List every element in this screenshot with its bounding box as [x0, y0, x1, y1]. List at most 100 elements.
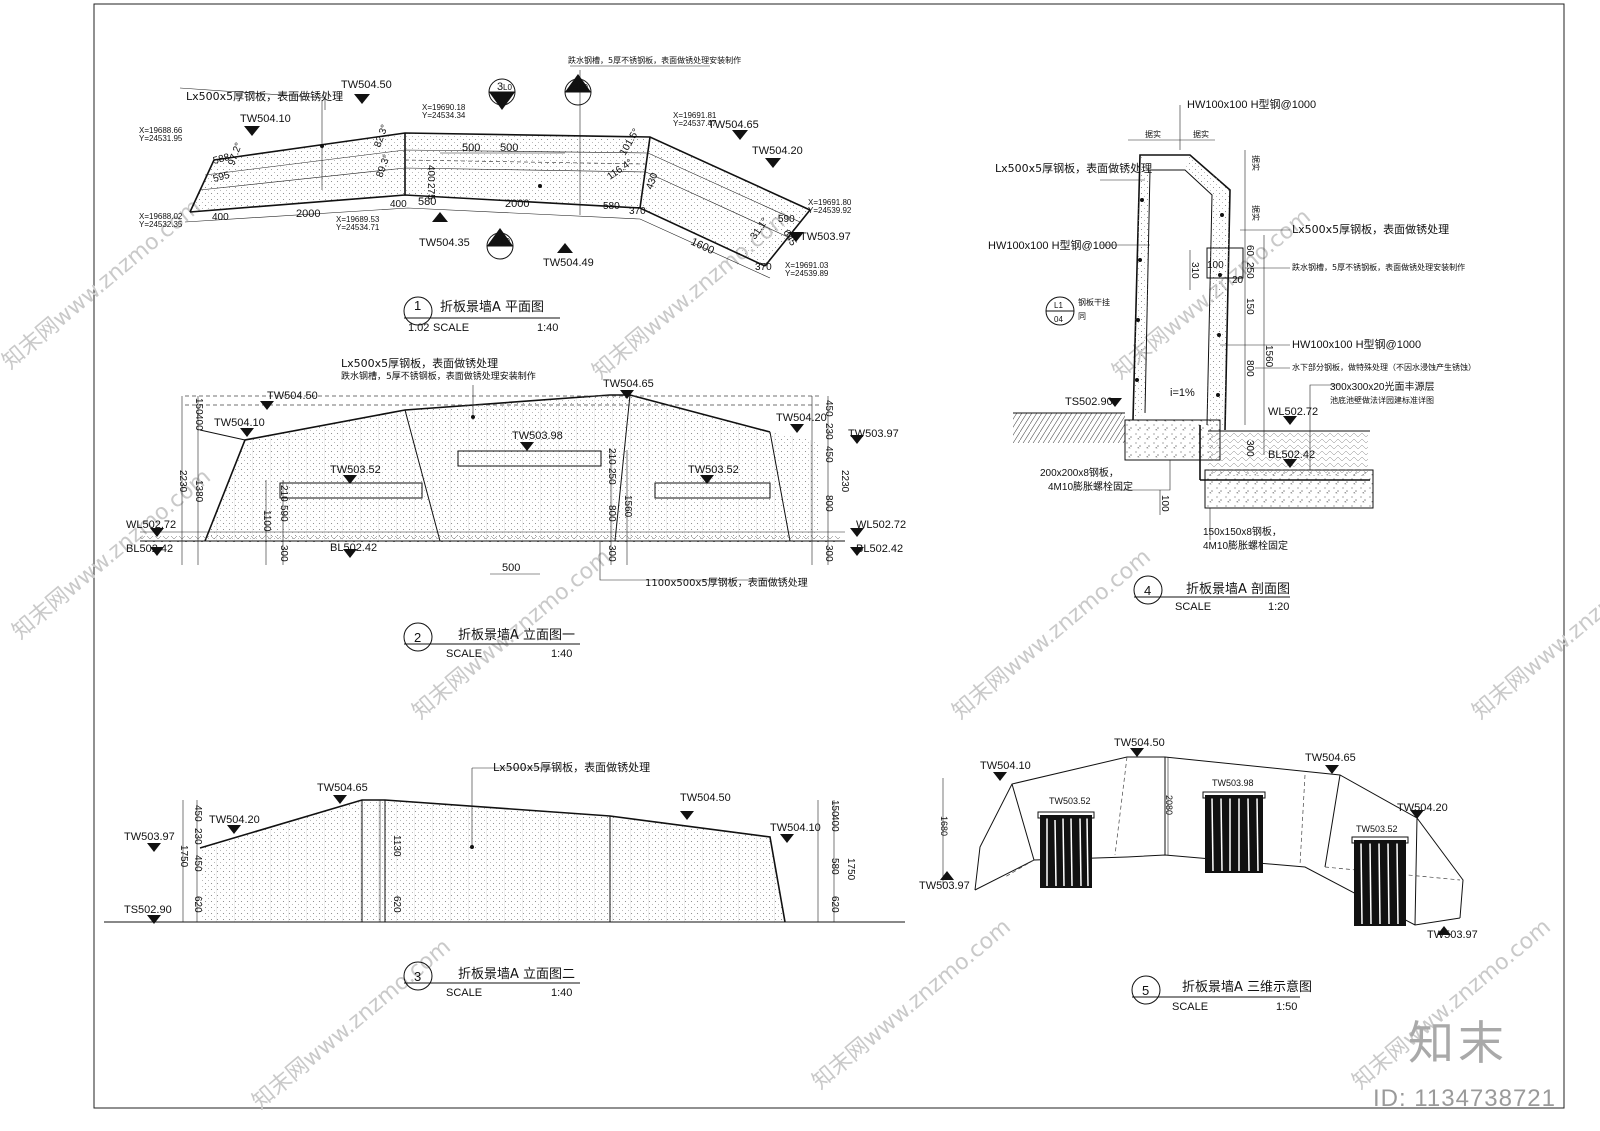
section-marker-2: 2 L0 [486, 228, 514, 260]
dim: 230 [192, 828, 203, 845]
view-sheet: 1.02 [408, 322, 429, 334]
level-label: TW503.52 [1356, 824, 1398, 834]
note-baseplate: 150x150x8钢板， [1203, 525, 1282, 538]
coord-x: X=19691.81 [673, 111, 717, 120]
level-label: BL502.42 [330, 542, 377, 554]
dim: 300 [823, 545, 834, 562]
dim: 1380 [193, 480, 204, 503]
view-title: 折板景墙A 立面图二 [458, 967, 575, 982]
note-plate: Lx500x5厚钢板，表面做锈处理 [995, 161, 1152, 175]
dim: 150 [829, 800, 840, 817]
detail-marker: L1 04 钢板干挂 同 [1045, 296, 1110, 326]
watermark-text: 知末网www.znzmo.com [1468, 544, 1600, 724]
dim: 1750 [178, 845, 189, 868]
dim: 580 [418, 196, 436, 208]
dim: 800 [823, 495, 834, 512]
level-label: TW504.35 [419, 237, 470, 249]
dim: 2080 [1164, 795, 1174, 815]
coord-x: X=19691.03 [785, 261, 829, 270]
dim: 800 [606, 505, 617, 522]
level-label: TW504.10 [214, 417, 265, 429]
level-label: TW504.20 [1397, 802, 1448, 814]
dim: 400 [829, 815, 840, 832]
view1-title-block: 1 1.02 折板景墙A 平面图 SCALE 1:40 [403, 296, 560, 334]
dim: 590 [278, 505, 289, 522]
dim: 据实 [1193, 129, 1209, 139]
watermark-layer: 知末网www.znzmo.com 知末网www.znzmo.com 知末网www… [0, 194, 1600, 1114]
level-label: TW504.50 [680, 792, 731, 804]
level-label: TW504.49 [543, 257, 594, 269]
dim: 1560 [1263, 345, 1274, 368]
dim: 250 [606, 468, 617, 485]
section-sheet: L0 [501, 237, 510, 246]
coord-x: X=19690.18 [422, 103, 466, 112]
scale-value: 1:40 [551, 648, 572, 660]
view-title: 折板景墙A 平面图 [440, 300, 544, 315]
level-label: BL502.42 [126, 543, 173, 555]
note-pool: 池底池壁做法详园建标准详图 [1330, 395, 1434, 405]
view-title: 折板景墙A 三维示意图 [1182, 979, 1312, 995]
level-label: TS502.90 [124, 904, 172, 916]
level-label: WL502.72 [126, 519, 176, 531]
coord-y: Y=24531.95 [139, 134, 183, 143]
dim: 500 [502, 562, 520, 574]
note-underwater: 水下部分钢板，做特殊处理（不因水浸蚀产生锈蚀） [1292, 362, 1476, 372]
level-label: TW503.97 [800, 231, 851, 243]
dim: 300 [278, 545, 289, 562]
note-plate: Lx500x5厚钢板，表面做锈处理 [1292, 222, 1449, 236]
dim: 1130 [391, 835, 402, 857]
note-plate: Lx500x5厚钢板，表面做锈处理 [186, 89, 343, 103]
level-label: TW504.65 [1305, 752, 1356, 764]
dim: 450 [823, 400, 834, 417]
note-drip: 跌水钢槽，5厚不锈钢板，表面做锈处理安装制作 [341, 370, 536, 382]
note-steel: HW100x100 H型钢@1000 [988, 238, 1117, 252]
level-label: TW503.98 [1212, 778, 1254, 788]
scale-label: SCALE [1175, 601, 1211, 613]
note-drip: 跌水钢槽，5厚不锈钢板，表面做锈处理安装制作 [1292, 262, 1465, 272]
section-sheet: L0 [579, 83, 588, 92]
dim: 580 [829, 858, 840, 875]
section-num: 2 [494, 235, 500, 247]
note-plate: Lx500x5厚钢板，表面做锈处理 [341, 356, 498, 370]
dim: 210 [606, 448, 617, 465]
dim: 500 [462, 142, 480, 154]
dim: 500 [500, 142, 518, 154]
dim: 400 [425, 165, 436, 182]
view5-3d: TW504.50 TW504.10 TW504.65 TW504.20 TW50… [919, 737, 1478, 1013]
scale-label: SCALE [446, 987, 482, 999]
brand-watermark: 知末 [1408, 1016, 1508, 1070]
dim: 20 [1232, 275, 1244, 286]
dim: 450 [192, 855, 203, 872]
section-marker-4: 4 L0 [564, 74, 592, 106]
level-label: BL502.42 [1268, 449, 1315, 461]
coord-y: Y=24532.35 [139, 220, 183, 229]
section-num: 4 [573, 81, 579, 93]
level-label: WL502.72 [1268, 406, 1318, 418]
dim: 据实 [1251, 155, 1261, 171]
scale-value: 1:20 [1268, 601, 1289, 613]
dim: 370 [755, 262, 772, 273]
dim: 100 [1207, 260, 1224, 271]
dim: 370 [629, 206, 646, 217]
dim: 400 [212, 212, 229, 223]
dim: 400 [390, 199, 407, 210]
watermark-text: 知末网www.znzmo.com [808, 914, 1016, 1094]
dim: 2230 [177, 470, 188, 493]
level-label: TW504.20 [209, 814, 260, 826]
dim: 595 [212, 170, 231, 185]
dim: 450 [192, 805, 203, 822]
level-label: TW504.65 [317, 782, 368, 794]
dim: 1680 [939, 816, 949, 836]
dim: 620 [192, 896, 203, 913]
scale-value: 1:40 [537, 322, 558, 334]
dim: 1100 [261, 510, 272, 532]
scale-label: SCALE [433, 322, 469, 334]
view-number: 3 [414, 969, 421, 984]
dim: 450 [823, 446, 834, 463]
dim: 590 [778, 214, 795, 225]
note-steel: HW100x100 H型钢@1000 [1187, 97, 1316, 111]
level-label: TW503.97 [124, 831, 175, 843]
scale-value: 1:50 [1276, 1001, 1297, 1013]
scale-value: 1:40 [551, 987, 572, 999]
level-label: TW503.52 [688, 464, 739, 476]
